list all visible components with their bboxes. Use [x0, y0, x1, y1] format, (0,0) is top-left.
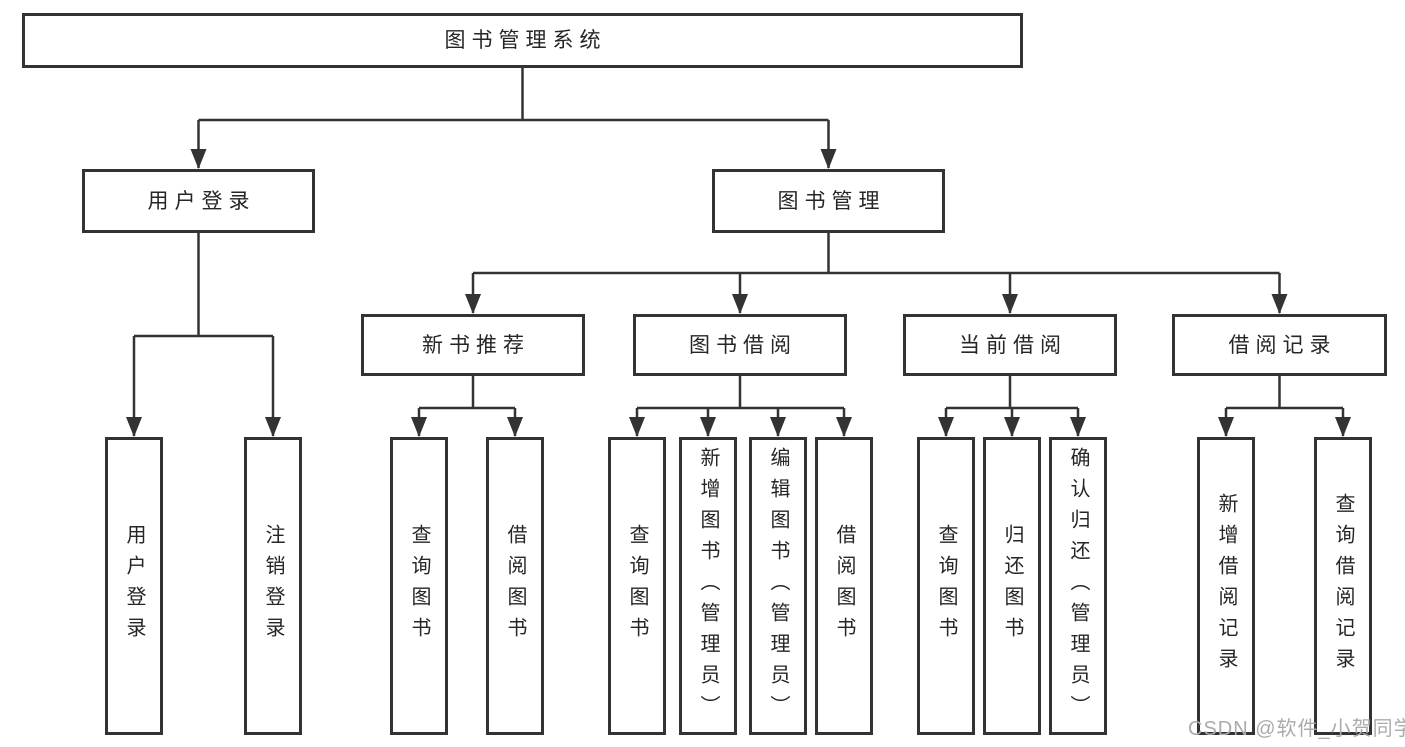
- node-new-book-recommend: 新书推荐: [361, 314, 585, 376]
- leaf-logout: 注销登录: [244, 437, 302, 735]
- node-book-management-label: 图书管理: [777, 189, 886, 213]
- leaf-query-borrow-record: 查询借阅记录: [1314, 437, 1372, 735]
- leaf-user-login: 用户登录: [105, 437, 163, 735]
- leaf-borrow-books: 借阅图书: [815, 437, 873, 735]
- leaf-add-books-admin-label: 新增图书（管理员）: [697, 446, 719, 726]
- leaf-edit-books-admin: 编辑图书（管理员）: [749, 437, 807, 735]
- leaf-return-books-label: 归还图书: [1001, 524, 1023, 648]
- node-user-login: 用户登录: [82, 169, 315, 233]
- leaf-confirm-return-admin-label: 确认归还（管理员）: [1067, 446, 1089, 726]
- leaf-confirm-return-admin: 确认归还（管理员）: [1049, 437, 1107, 735]
- leaf-user-login-label: 用户登录: [123, 524, 145, 648]
- node-borrowing-records-label: 借阅记录: [1228, 333, 1337, 357]
- node-user-login-label: 用户登录: [147, 189, 256, 213]
- node-current-borrowing: 当前借阅: [903, 314, 1117, 376]
- node-new-book-recommend-label: 新书推荐: [422, 333, 530, 357]
- leaf-logout-label: 注销登录: [262, 524, 284, 648]
- node-library-system-label: 图书管理系统: [444, 29, 607, 52]
- leaf-query-borrow-record-label: 查询借阅记录: [1332, 493, 1354, 679]
- leaf-query-books-current: 查询图书: [917, 437, 975, 735]
- leaf-add-borrow-record-label: 新增借阅记录: [1215, 493, 1237, 679]
- csdn-watermark: CSDN @软件_小贺同学: [1188, 718, 1405, 740]
- leaf-query-books-borrow-label: 查询图书: [626, 524, 648, 648]
- leaf-return-books: 归还图书: [983, 437, 1041, 735]
- leaf-query-books-recommend-label: 查询图书: [408, 524, 430, 648]
- node-book-management: 图书管理: [712, 169, 945, 233]
- leaf-query-books-borrow: 查询图书: [608, 437, 666, 735]
- leaf-add-borrow-record: 新增借阅记录: [1197, 437, 1255, 735]
- node-library-system: 图书管理系统: [22, 13, 1023, 68]
- node-book-borrowing-label: 图书借阅: [689, 333, 797, 357]
- leaf-borrow-books-recommend-label: 借阅图书: [504, 524, 526, 648]
- leaf-query-books-current-label: 查询图书: [935, 524, 957, 648]
- leaf-add-books-admin: 新增图书（管理员）: [679, 437, 737, 735]
- leaf-edit-books-admin-label: 编辑图书（管理员）: [767, 446, 789, 726]
- node-borrowing-records: 借阅记录: [1172, 314, 1387, 376]
- node-book-borrowing: 图书借阅: [633, 314, 847, 376]
- leaf-borrow-books-label: 借阅图书: [833, 524, 855, 648]
- leaf-query-books-recommend: 查询图书: [390, 437, 448, 735]
- leaf-borrow-books-recommend: 借阅图书: [486, 437, 544, 735]
- node-current-borrowing-label: 当前借阅: [959, 333, 1067, 357]
